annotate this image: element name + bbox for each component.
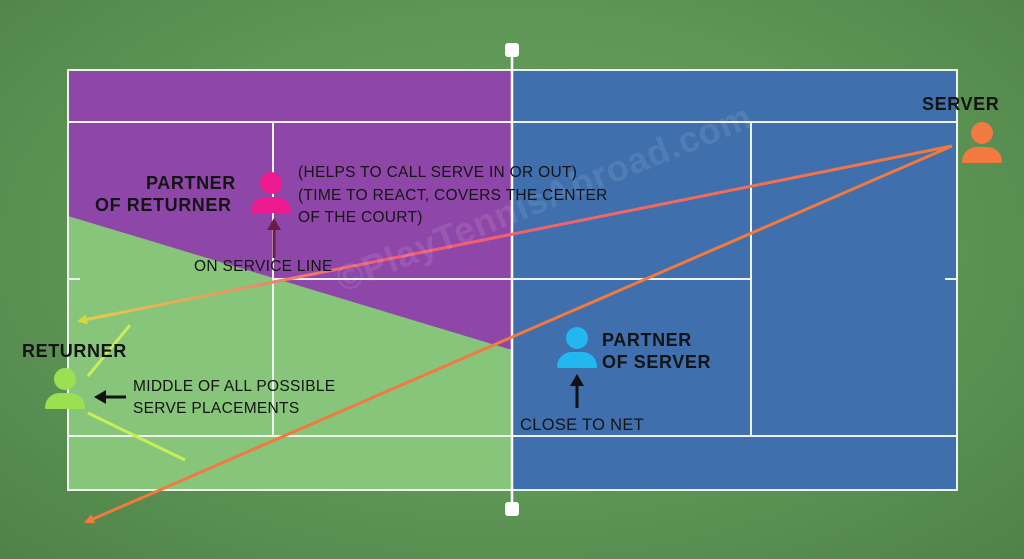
server-icon [962,122,1002,168]
serve-arrow-wide [77,144,953,325]
partner-of-server-label-line1: PARTNER [602,330,692,350]
arrow-returner [94,390,126,404]
returner-label: RETURNER [22,341,127,361]
middle-of-serve-placements-line2: SERVE PLACEMENTS [133,400,300,417]
close-to-net-label: CLOSE TO NET [520,416,645,434]
net-post-bottom [505,502,519,516]
arrow-partner-of-returner [267,218,281,258]
partner-of-returner-label-line1: PARTNER [146,173,236,193]
note-line-3: OF THE COURT) [298,209,423,226]
note-line-2: (TIME TO REACT, COVERS THE CENTER [298,187,608,204]
partner-of-returner-icon [251,172,291,218]
middle-of-serve-placements-line1: MIDDLE OF ALL POSSIBLE [133,378,336,395]
note-line-1: (HELPS TO CALL SERVE IN OR OUT) [298,164,578,181]
partner-of-returner-label-line2: OF RETURNER [95,195,232,215]
returner-line-upper [86,324,132,377]
arrow-partner-of-server [570,374,584,408]
returner-line-lower [87,411,186,462]
serve-arrow-body [84,144,953,524]
partner-of-server-icon [557,327,597,373]
net-post-top [505,43,519,57]
on-service-line-label: ON SERVICE LINE [194,258,333,275]
returner-icon [45,368,85,414]
partner-of-server-label-line2: OF SERVER [602,352,712,372]
server-label: SERVER [922,94,1000,114]
